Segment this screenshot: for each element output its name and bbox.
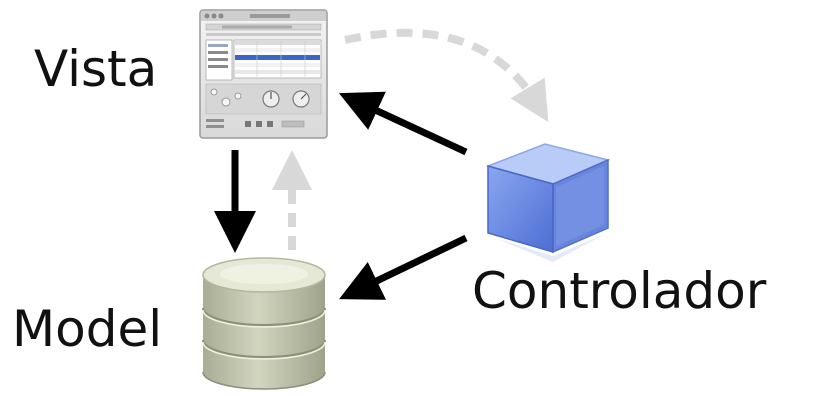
arrow-controller-to-model — [339, 234, 468, 300]
arrow-controller-to-view — [338, 91, 468, 156]
arrow-view-to-controller — [344, 28, 549, 123]
cube-icon — [485, 143, 611, 262]
model-label: Model — [12, 300, 163, 358]
controller-label: Controlador — [472, 262, 767, 320]
view-label: Vista — [34, 40, 158, 98]
database-icon — [202, 257, 326, 390]
app-window-icon — [199, 9, 328, 139]
